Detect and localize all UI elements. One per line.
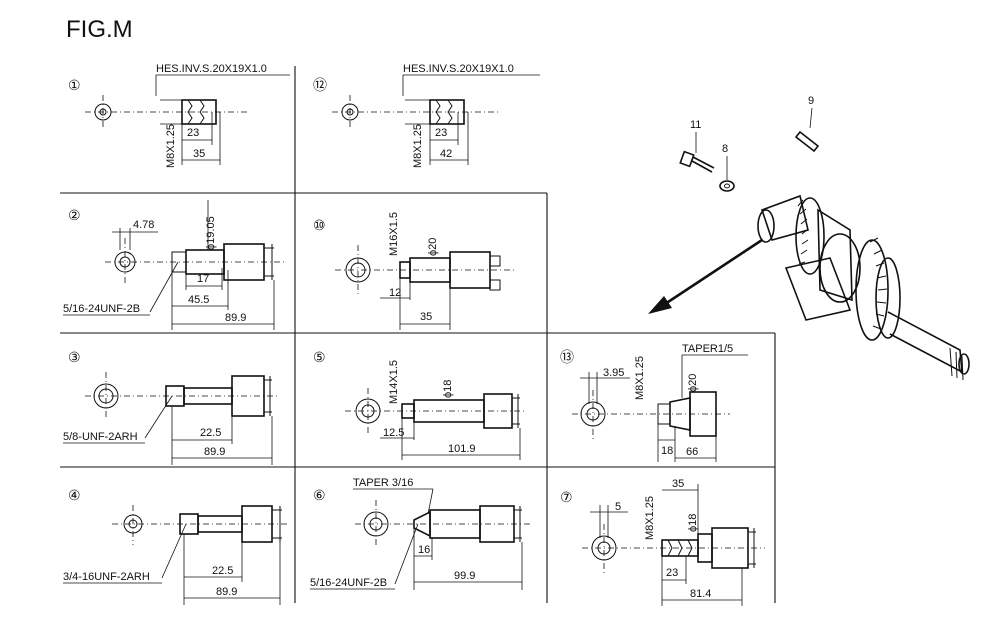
callout-2: ②: [68, 207, 81, 223]
p1-dim-b: 35: [193, 148, 205, 160]
p7-thread-size: M8X1.25: [644, 496, 656, 540]
p7-diameter: ϕ18: [687, 514, 699, 532]
panel-12: ⑫ HES.INV.S.20X19X1.0 M8X1.25 23 42: [313, 63, 540, 168]
p1-thread-size: M8X1.25: [165, 124, 177, 168]
p12-thread-size: M8X1.25: [412, 124, 424, 168]
p13-dim-a: 18: [661, 445, 673, 457]
callout-5: ⑤: [313, 349, 326, 365]
p6-dim-b: 99.9: [454, 570, 475, 582]
p6-taper: TAPER 3/16: [353, 477, 413, 489]
panel-4: ④ 22.5 89.9 3/4-16UNF-2ARH: [63, 487, 290, 605]
p3-thread: 5/8-UNF-2ARH: [63, 431, 138, 443]
p4-dim-b: 89.9: [216, 586, 237, 598]
pin-part: 9: [794, 95, 820, 153]
bolt-part: 11: [679, 119, 715, 173]
panel-grid: [60, 66, 776, 603]
callout-7: ⑦: [560, 489, 573, 505]
p13-thread-size: M8X1.25: [634, 356, 646, 400]
p7-dim-a: 23: [666, 567, 678, 579]
panel-1: ① HES.INV.S.20X19X1.0 M8X1.25 23 35: [68, 63, 290, 168]
p13-dim-b: 66: [686, 446, 698, 458]
p13-diameter: ϕ20: [687, 374, 699, 392]
p7-key-width: 5: [615, 501, 621, 513]
p2-key-width: 4.78: [133, 219, 154, 231]
p10-diameter: ϕ20: [427, 238, 439, 256]
p2-dim-c: 89.9: [225, 312, 246, 324]
p2-thread: 5/16-24UNF-2B: [63, 303, 140, 315]
part-number-washer: 8: [722, 143, 728, 155]
p2-diameter: ϕ19.05: [205, 216, 217, 250]
callout-6: ⑥: [313, 487, 326, 503]
p3-dim-b: 89.9: [204, 446, 225, 458]
p7-dim-b: 81.4: [690, 588, 711, 600]
p12-dim-b: 42: [440, 148, 452, 160]
panel-10: ⑩ M16X1.5 ϕ20 12 35: [313, 212, 515, 330]
panel-6: ⑥ TAPER 3/16 16 99.9 5/16-24UNF-2B: [310, 477, 530, 590]
crankshaft-assembly: 11 8 9: [648, 95, 970, 381]
p6-thread: 5/16-24UNF-2B: [310, 577, 387, 589]
pointer-arrow: [648, 238, 763, 314]
callout-13: ⑬: [560, 349, 574, 365]
p5-thread-size: M14X1.5: [388, 360, 400, 404]
panel-5: ⑤ M14X1.5 ϕ18 12.5 101.9: [313, 349, 525, 460]
p6-dim-a: 16: [418, 544, 430, 556]
p10-dim-a: 12: [389, 287, 401, 299]
washer-part: 8: [719, 143, 735, 192]
p5-dim-b: 101.9: [448, 443, 476, 455]
p10-thread-size: M16X1.5: [388, 212, 400, 256]
p3-dim-a: 22.5: [200, 427, 221, 439]
p12-thread-label: HES.INV.S.20X19X1.0: [403, 63, 514, 75]
p1-dim-a: 23: [187, 127, 199, 139]
part-number-bolt: 11: [690, 119, 701, 131]
p2-dim-b: 45.5: [188, 294, 209, 306]
panel-7: ⑦ 5 M8X1.25 ϕ18 35 23 81.4: [560, 478, 765, 606]
panel-13: ⑬ 3.95 M8X1.25 TAPER1/5 ϕ20 18 66: [560, 343, 748, 462]
p10-dim-b: 35: [420, 311, 432, 323]
p2-dim-a: 17: [197, 273, 209, 285]
p4-thread: 3/4-16UNF-2ARH: [63, 571, 150, 583]
callout-10: ⑩: [313, 217, 326, 233]
p12-dim-a: 23: [435, 127, 447, 139]
part-number-pin: 9: [808, 95, 814, 107]
p13-taper: TAPER1/5: [682, 343, 733, 355]
callout-1: ①: [68, 77, 81, 93]
callout-3: ③: [68, 349, 81, 365]
p13-key-width: 3.95: [603, 367, 624, 379]
p5-diameter: ϕ18: [442, 380, 454, 398]
p7-dim-top: 35: [672, 478, 684, 490]
figure-title: FIG.M: [66, 16, 133, 43]
panel-2: ② 4.78 ϕ19.05 17 45.5 89.9 5/16-24UNF-2B: [63, 200, 285, 330]
callout-12: ⑫: [313, 77, 327, 93]
panel-3: ③ 22.5 89.9 5/8-UNF-2ARH: [63, 349, 280, 465]
crankshaft-body: [757, 194, 970, 381]
p5-dim-a: 12.5: [383, 427, 404, 439]
p1-thread-label: HES.INV.S.20X19X1.0: [156, 63, 267, 75]
p4-dim-a: 22.5: [212, 565, 233, 577]
callout-4: ④: [68, 487, 81, 503]
